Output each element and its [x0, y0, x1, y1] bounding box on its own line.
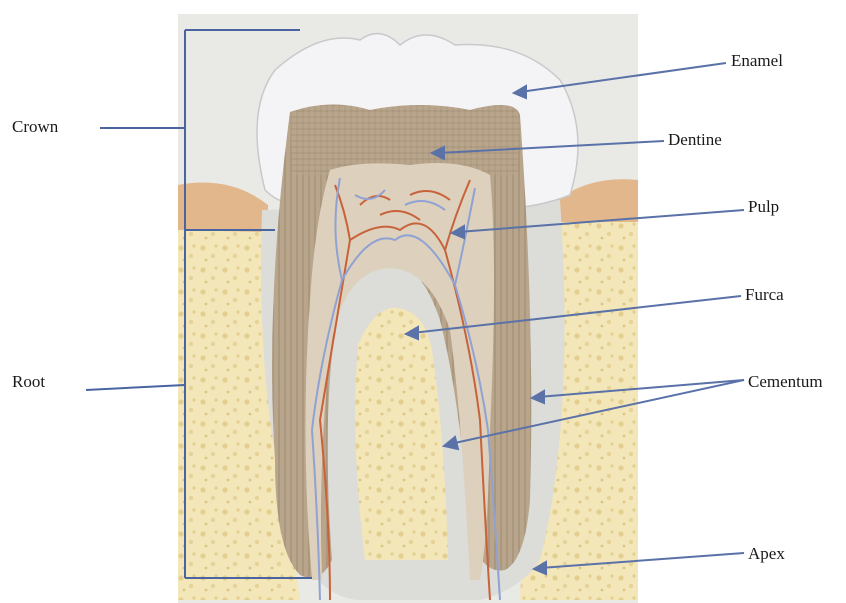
furca-label: Furca — [745, 286, 784, 303]
crown-label: Crown — [12, 118, 58, 135]
enamel-label: Enamel — [731, 52, 783, 69]
apex-label: Apex — [748, 545, 785, 562]
pulp-label: Pulp — [748, 198, 779, 215]
root-label: Root — [12, 373, 45, 390]
cementum-label: Cementum — [748, 373, 823, 390]
dentine-crown-region — [290, 104, 520, 175]
dentine-label: Dentine — [668, 131, 722, 148]
